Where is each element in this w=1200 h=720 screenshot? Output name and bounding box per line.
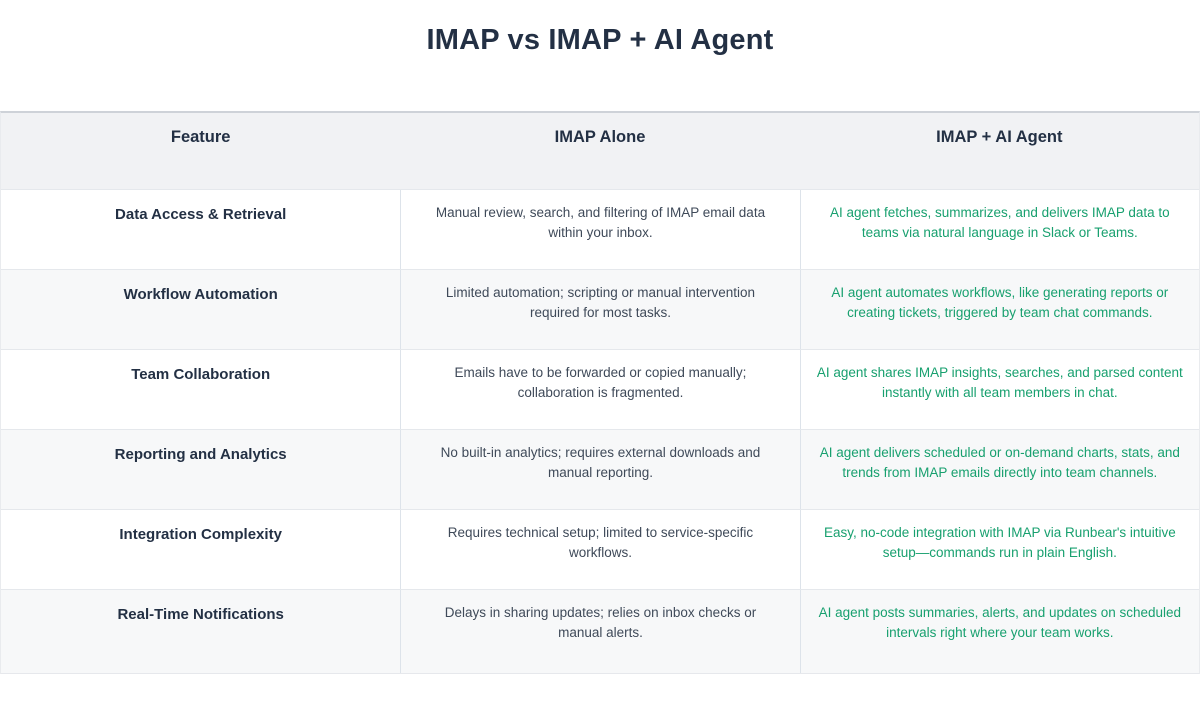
table-row: Workflow Automation Limited automation; … [1, 269, 1199, 349]
imap-ai-agent-cell: AI agent fetches, summarizes, and delive… [799, 190, 1199, 269]
imap-ai-agent-cell: AI agent delivers scheduled or on-demand… [799, 430, 1199, 509]
table-row: Team Collaboration Emails have to be for… [1, 349, 1199, 429]
table-header-row: Feature IMAP Alone IMAP + AI Agent [1, 113, 1199, 189]
feature-cell: Reporting and Analytics [114, 446, 287, 463]
page-title: IMAP vs IMAP + AI Agent [426, 24, 774, 56]
imap-alone-cell: Delays in sharing updates; relies on inb… [400, 590, 799, 673]
imap-alone-cell: Emails have to be forwarded or copied ma… [400, 350, 799, 429]
column-header-imap-ai-agent: IMAP + AI Agent [936, 128, 1063, 146]
feature-cell: Workflow Automation [123, 286, 278, 303]
table-row: Reporting and Analytics No built-in anal… [1, 429, 1199, 509]
feature-cell: Team Collaboration [131, 366, 271, 383]
table-row: Data Access & Retrieval Manual review, s… [1, 189, 1199, 269]
imap-alone-cell: Limited automation; scripting or manual … [400, 270, 799, 349]
comparison-table: Feature IMAP Alone IMAP + AI Agent Data … [0, 111, 1200, 674]
feature-cell: Data Access & Retrieval [115, 206, 287, 223]
imap-ai-agent-cell: AI agent posts summaries, alerts, and up… [799, 590, 1199, 673]
column-header-imap-alone: IMAP Alone [554, 128, 646, 146]
imap-ai-agent-cell: AI agent automates workflows, like gener… [799, 270, 1199, 349]
feature-cell: Real-Time Notifications [117, 606, 284, 623]
feature-cell: Integration Complexity [119, 526, 282, 543]
table-row: Real-Time Notifications Delays in sharin… [1, 589, 1199, 673]
imap-alone-cell: Manual review, search, and filtering of … [400, 190, 799, 269]
imap-alone-cell: No built-in analytics; requires external… [400, 430, 799, 509]
imap-ai-agent-cell: Easy, no-code integration with IMAP via … [799, 510, 1199, 589]
table-row: Integration Complexity Requires technica… [1, 509, 1199, 589]
imap-ai-agent-cell: AI agent shares IMAP insights, searches,… [799, 350, 1199, 429]
imap-alone-cell: Requires technical setup; limited to ser… [400, 510, 799, 589]
column-header-feature: Feature [170, 128, 231, 146]
